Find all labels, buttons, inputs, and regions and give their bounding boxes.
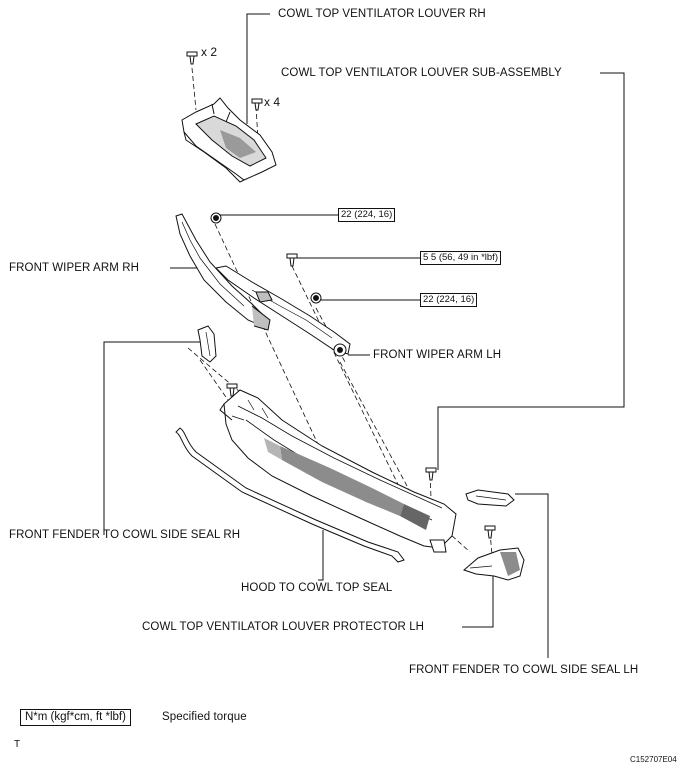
clip-quantity-x2: x 2 [201,45,218,59]
leader-lines [103,13,625,658]
label-front-wiper-arm-lh: FRONT WIPER ARM LH [373,349,502,361]
footer-mark: T [14,739,21,750]
torque-spec-bolt-center: 5 5 (56, 49 in *lbf) [420,251,501,265]
label-hood-to-cowl-top-seal: HOOD TO COWL TOP SEAL [241,582,393,594]
hood-seal-part [175,427,405,563]
clip-icons-main [226,383,496,539]
torque-spec-nut-lh: 22 (224, 16) [420,293,478,307]
label-front-fender-to-cowl-side-seal-rh: FRONT FENDER TO COWL SIDE SEAL RH [9,529,241,541]
figure-code: C152707E04 [630,755,677,764]
protector-lh-part [463,547,525,581]
torque-spec-nut-rh: 22 (224, 16) [338,208,396,222]
fender-seal-rh-part [197,325,217,363]
sub-assembly-part [219,389,457,553]
label-cowl-top-ventilator-louver-sub-assembly: COWL TOP VENTILATOR LOUVER SUB-ASSEMBLY [281,67,562,79]
label-cowl-top-ventilator-louver-rh: COWL TOP VENTILATOR LOUVER RH [278,8,486,20]
label-front-wiper-arm-rh: FRONT WIPER ARM RH [9,262,140,274]
legend-torque-unit-box: N*m (kgf*cm, ft *lbf) [20,709,131,726]
label-cowl-top-ventilator-louver-protector-lh: COWL TOP VENTILATOR LOUVER PROTECTOR LH [142,621,425,633]
label-front-fender-to-cowl-side-seal-lh: FRONT FENDER TO COWL SIDE SEAL LH [409,664,639,676]
wiper-arm-rh-part [175,212,271,331]
clip-icons-top [186,51,263,111]
legend-description: Specified torque [162,711,247,723]
louver-rh-part [181,97,277,183]
wiper-arm-lh-part [214,253,351,357]
clip-quantity-x4: x 4 [264,95,281,109]
fender-seal-lh-part [465,489,515,507]
